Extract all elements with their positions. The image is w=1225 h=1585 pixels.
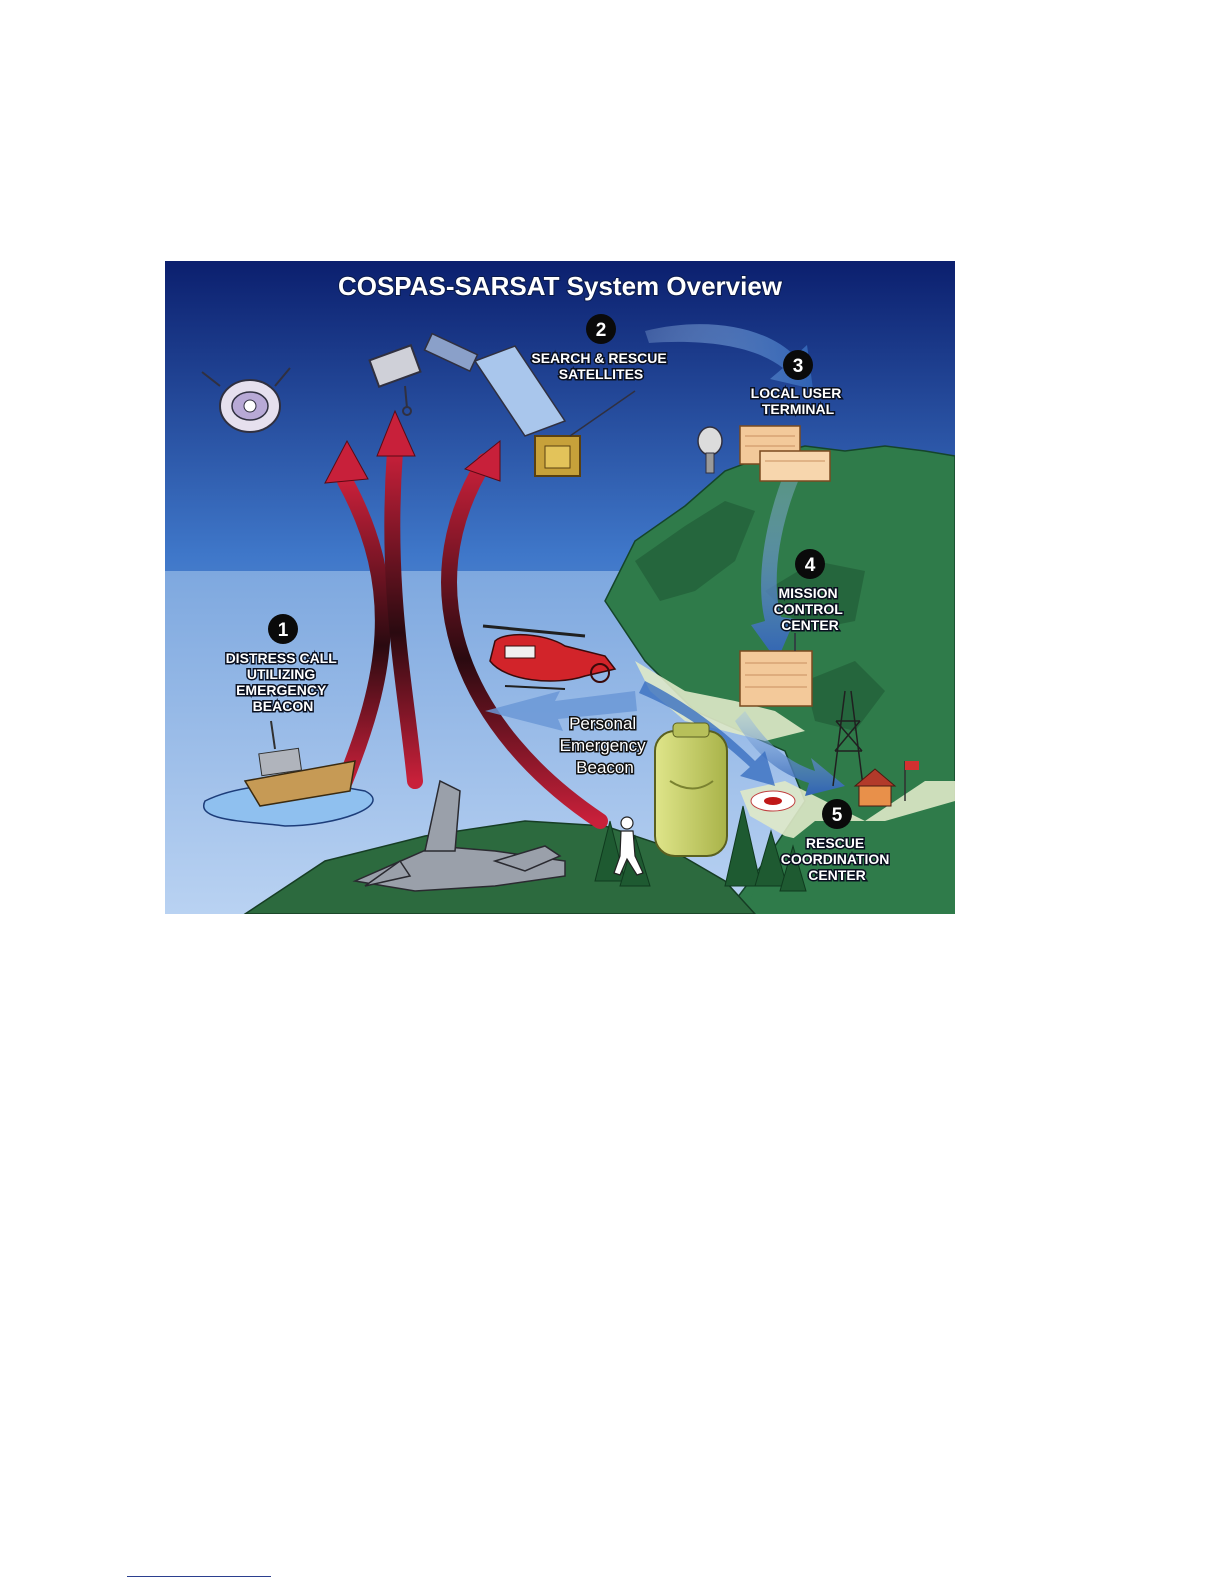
step-5-number: 5 [832,805,843,826]
cospas-sarsat-diagram: COSPAS-SARSAT System Overview 1 DISTRESS… [165,261,955,914]
footnote-separator [127,1576,271,1577]
landing-target-icon [751,791,795,811]
personal-emergency-beacon-device [655,723,727,856]
step-3-number: 3 [793,356,804,377]
step-1-marker: 1 [268,614,298,644]
step-4-marker: 4 [795,549,825,579]
step-2-marker: 2 [586,314,616,344]
step-3-label: LOCAL USER TERMINAL [751,385,846,417]
step-3-marker: 3 [783,350,813,380]
step-5-marker: 5 [822,799,852,829]
step-1-number: 1 [278,620,289,641]
diagram-title: COSPAS-SARSAT System Overview [338,271,783,301]
step-2-number: 2 [596,320,607,341]
step-4-number: 4 [805,555,816,576]
step-4-label: MISSION CONTROL CENTER [774,585,847,633]
